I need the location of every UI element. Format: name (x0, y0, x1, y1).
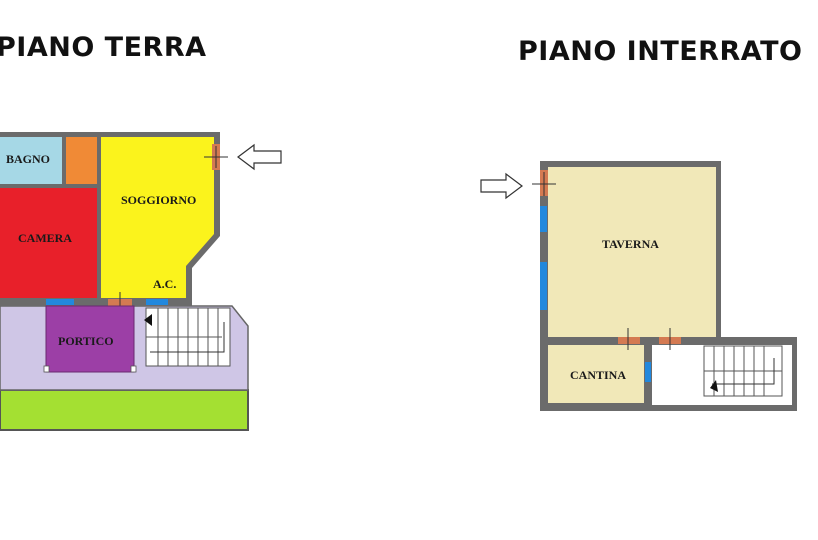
bagno-room (0, 137, 62, 184)
soggiorno-label: SOGGIORNO (121, 193, 196, 207)
basement-floor-plan: TAVERNA CANTINA (480, 161, 797, 411)
portico-label: PORTICO (58, 334, 114, 348)
bagno-label: BAGNO (6, 152, 50, 166)
taverna-room (548, 167, 716, 337)
taverna-label: TAVERNA (602, 237, 659, 251)
window (540, 262, 547, 310)
ac-label: A.C. (153, 277, 176, 291)
cantina-room (548, 345, 644, 403)
stair-direction-arrow-icon (144, 314, 152, 326)
camera-room (0, 188, 97, 298)
window (540, 206, 547, 232)
closet-room (66, 137, 97, 184)
garden-area (0, 389, 249, 431)
ground-floor-plan: BAGNO CAMERA SOGGIORNO A.C. PORTICO (0, 132, 282, 431)
basement-staircase (703, 345, 783, 397)
entrance-arrow-icon (237, 143, 282, 171)
window (146, 299, 168, 305)
camera-label: CAMERA (18, 231, 72, 245)
soggiorno-room (101, 137, 214, 298)
ground-floor-title: PIANO TERRA (0, 32, 207, 63)
window (645, 362, 651, 382)
basement-stair-arrow-icon (710, 380, 718, 392)
cantina-door (618, 337, 640, 344)
basement-entrance-arrow-icon (480, 172, 523, 200)
basement-floor-title: PIANO INTERRATO (518, 36, 803, 67)
ground-floor-staircase (144, 307, 231, 367)
portico-room (45, 305, 135, 373)
cantina-label: CANTINA (570, 368, 626, 382)
window (46, 299, 74, 305)
